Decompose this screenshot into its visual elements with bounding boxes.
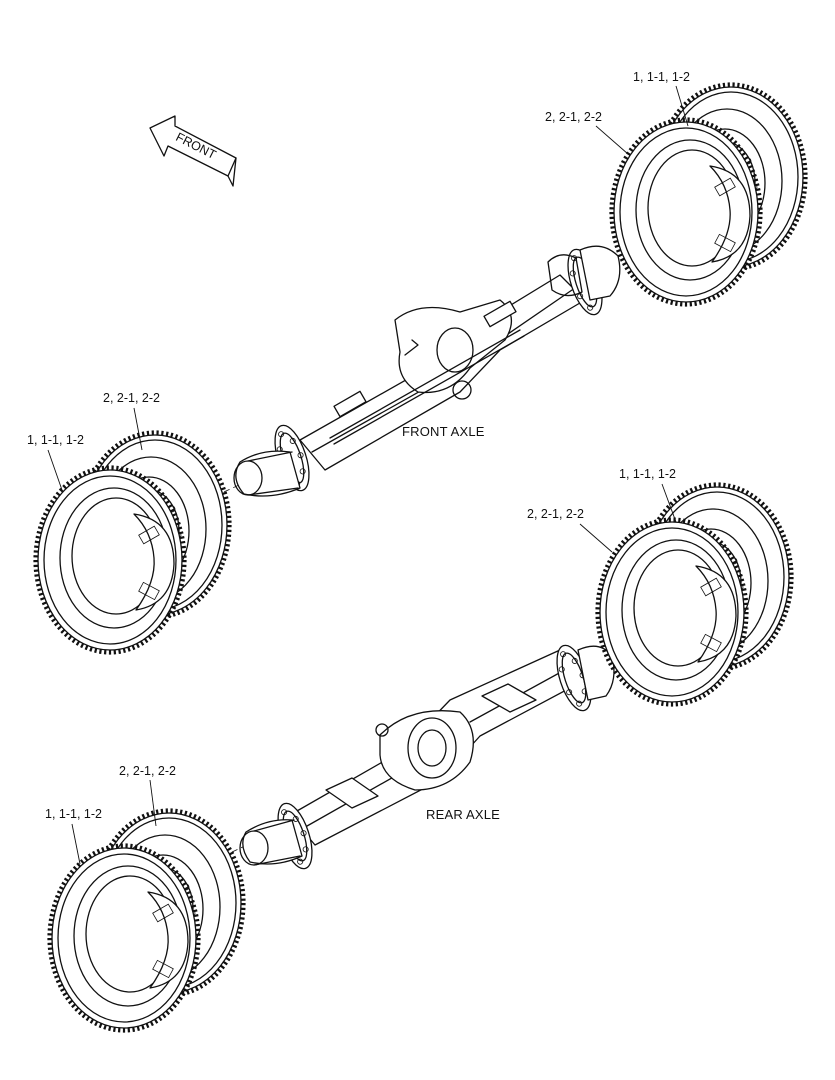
front-direction-arrow-icon: FRONT [149,115,237,187]
callout-rear-right-outer: 1, 1-1, 1-2 [619,467,676,481]
front-right-dual-wheel [612,85,805,304]
callout-rear-left-inner: 2, 2-1, 2-2 [119,764,176,778]
callout-front-right-outer: 1, 1-1, 1-2 [633,70,690,84]
callout-front-right-inner: 2, 2-1, 2-2 [545,110,602,124]
callout-front-left-outer: 1, 1-1, 1-2 [27,433,84,447]
front-axle-assembly: FRONT AXLE [214,239,656,497]
rear-axle-assembly: REAR AXLE [231,635,641,874]
rear-left-dual-wheel [50,811,243,1030]
front-axle-title: FRONT AXLE [402,424,485,439]
rear-axle-title: REAR AXLE [426,807,500,822]
front-left-dual-wheel [36,433,229,652]
callout-rear-left-outer: 1, 1-1, 1-2 [45,807,102,821]
callout-front-left-inner: 2, 2-1, 2-2 [103,391,160,405]
callouts: 1, 1-1, 1-2 2, 2-1, 2-2 2, 2-1, 2-2 1, 1… [27,70,690,865]
rear-right-dual-wheel [598,485,791,704]
callout-rear-right-inner: 2, 2-1, 2-2 [527,507,584,521]
